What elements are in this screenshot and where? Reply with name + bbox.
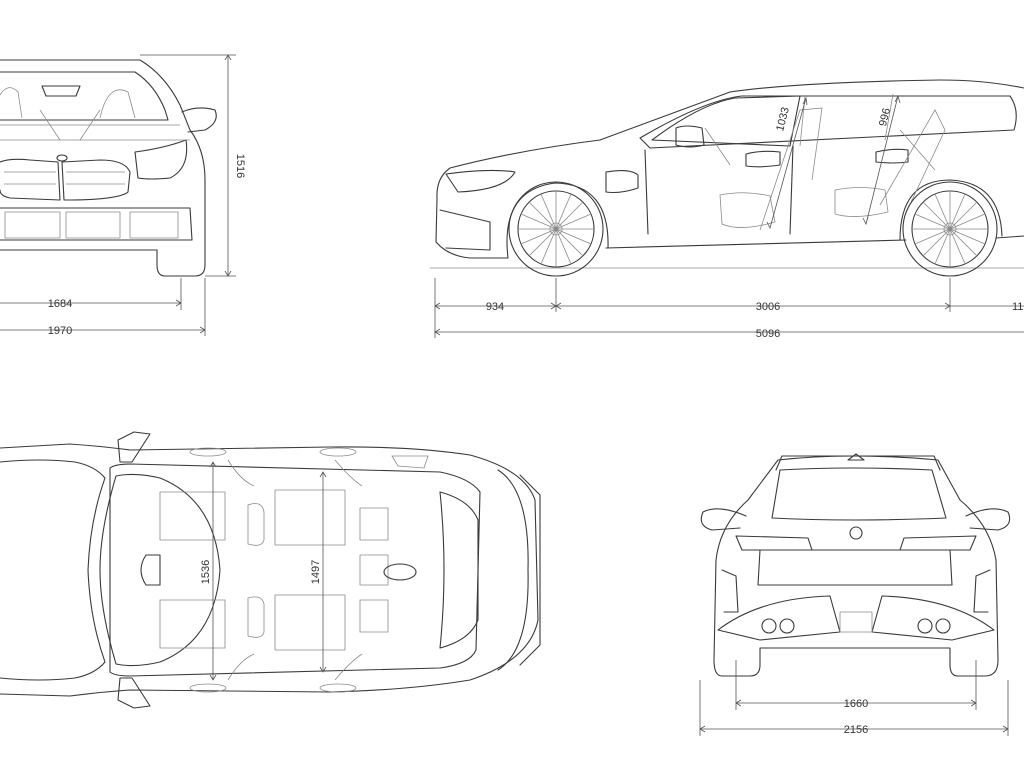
top-front-shoulder-label: 1536 xyxy=(200,560,212,584)
side-view xyxy=(430,79,1024,269)
front-width-label: 1970 xyxy=(48,325,72,337)
side-rear-wheel xyxy=(902,181,998,277)
rear-track-label: 1660 xyxy=(844,698,868,710)
side-length-dimension: 5096 xyxy=(434,328,1024,340)
side-headroom-front-label: 1033 xyxy=(774,106,792,133)
side-rear-overhang-label: 115 xyxy=(1012,301,1024,313)
front-track-dimension: 1684 xyxy=(0,278,182,310)
side-wheelbase-dimension: 3006 xyxy=(555,278,951,313)
side-front-overhang-label: 934 xyxy=(486,301,504,313)
rear-track-dimension: 1660 xyxy=(735,660,977,710)
rear-width-dimension: 2156 xyxy=(699,680,1009,736)
side-wheelbase-label: 3006 xyxy=(756,301,780,313)
rear-width-label: 2156 xyxy=(844,724,868,736)
front-width-dimension: 1970 xyxy=(0,278,206,337)
front-height-label: 1516 xyxy=(234,154,246,178)
top-front-shoulder-dimension: 1536 xyxy=(200,461,217,681)
side-front-overhang-dimension: 934 xyxy=(434,278,557,338)
side-length-label: 5096 xyxy=(756,328,780,340)
side-rear-overhang-dimension: 115 xyxy=(950,301,1024,313)
side-headroom-rear-label: 996 xyxy=(877,107,893,128)
side-headroom-front-dimension: 1033 xyxy=(766,96,808,230)
front-height-dimension: 1516 xyxy=(140,54,246,277)
rear-view xyxy=(700,453,1011,677)
top-view xyxy=(0,431,541,709)
side-headroom-rear-dimension: 996 xyxy=(862,94,901,226)
front-view xyxy=(0,59,217,277)
top-rear-shoulder-label: 1497 xyxy=(310,560,322,584)
side-front-wheel xyxy=(508,181,604,277)
front-track-label: 1684 xyxy=(48,298,72,310)
top-rear-shoulder-dimension: 1497 xyxy=(310,471,327,673)
